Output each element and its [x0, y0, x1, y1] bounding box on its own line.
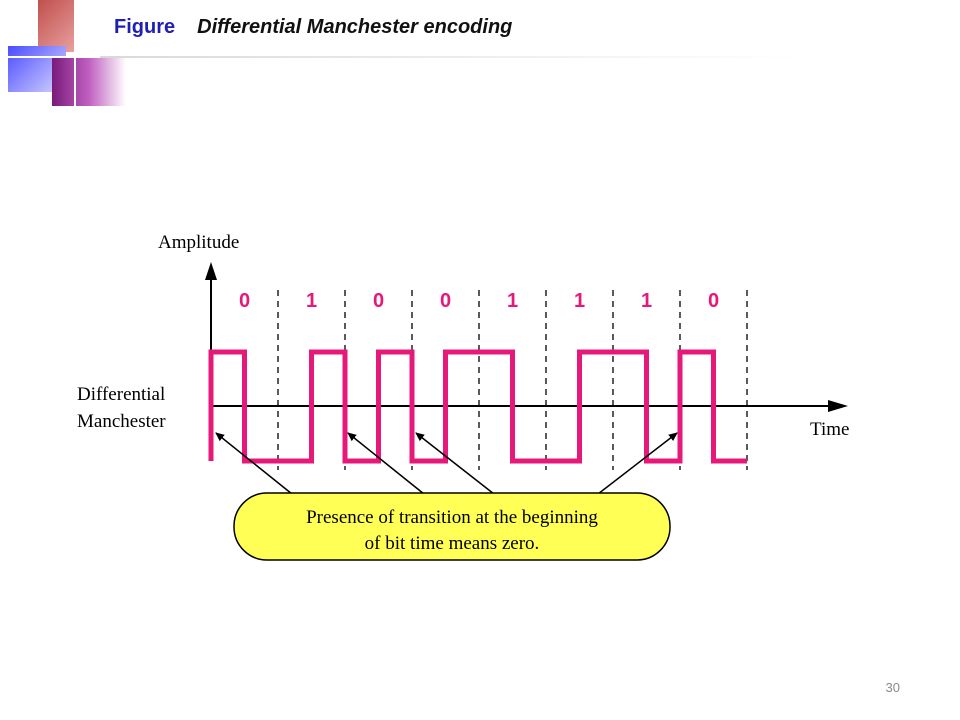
corner-decoration [0, 0, 130, 110]
bit-label: 1 [574, 290, 585, 312]
bit-label: 0 [373, 290, 384, 312]
bit-label: 1 [507, 290, 518, 312]
title-underline [100, 56, 800, 58]
page-number: 30 [885, 680, 900, 695]
callout-bubble [233, 492, 671, 561]
y-axis-arrow-icon [205, 262, 217, 280]
callout-arrow-3 [415, 432, 495, 495]
signal-waveform [208, 349, 747, 464]
callout-text-line2: of bit time means zero. [365, 533, 540, 554]
deco-block-purple [52, 56, 126, 106]
deco-line-vertical [74, 0, 76, 106]
callout-text-line1: Presence of transition at the beginning [306, 507, 598, 528]
callout-arrow-1 [215, 432, 293, 495]
bit-label: 0 [239, 290, 250, 312]
figure-label: Figure [114, 16, 176, 38]
signal-label-line1: Differential [77, 384, 165, 405]
deco-line-horizontal [0, 56, 110, 58]
deco-block-red [38, 0, 74, 52]
figure-caption: Differential Manchester encoding [197, 16, 513, 38]
signal-label-line2: Manchester [77, 411, 166, 432]
callout-arrow-4 [597, 432, 678, 495]
callout-arrows [215, 432, 678, 495]
bit-label: 1 [641, 290, 652, 312]
x-axis-label: Time [810, 419, 849, 440]
callout-arrow-2 [347, 432, 425, 495]
y-axis-label: Amplitude [158, 232, 239, 253]
bit-label: 0 [708, 290, 719, 312]
bit-label: 0 [440, 290, 451, 312]
x-axis-arrow-icon [828, 400, 848, 412]
bit-labels: 0 1 0 0 1 1 1 0 [239, 290, 719, 312]
slide-title: Figure Differential Manchester encoding [114, 16, 512, 39]
bit-label: 1 [306, 290, 317, 312]
